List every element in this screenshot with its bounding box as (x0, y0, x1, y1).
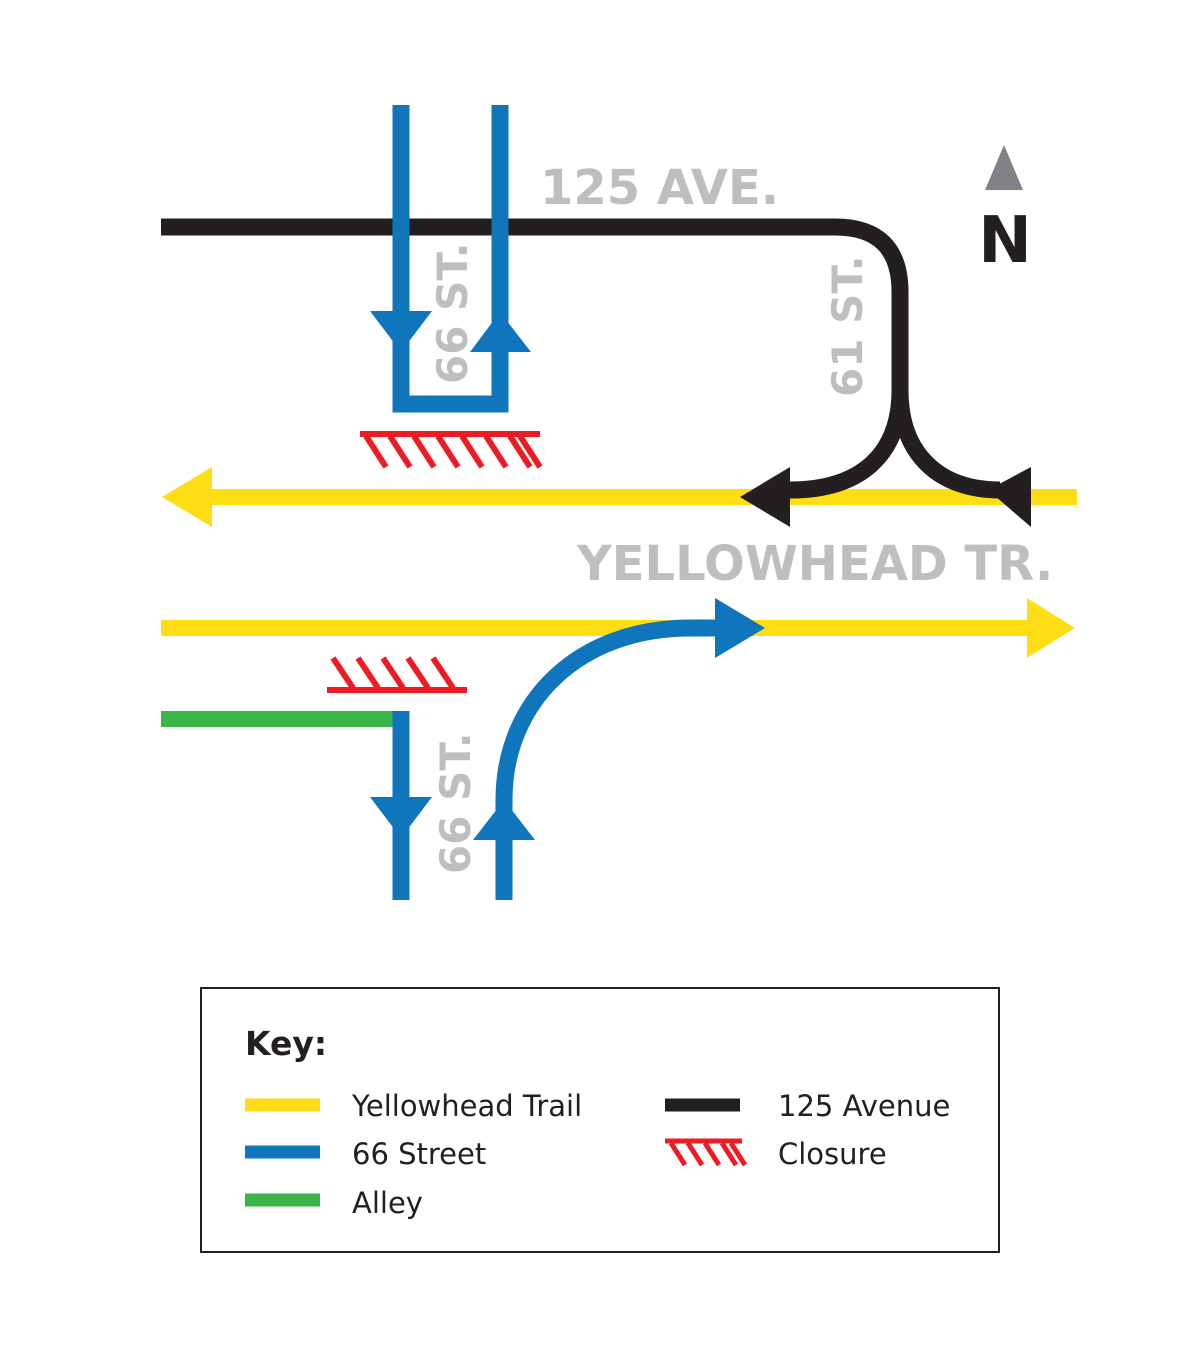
yellowhead-westbound (162, 467, 1077, 527)
arrow-north-icon (470, 312, 531, 352)
label-yellowhead: YELLOWHEAD TR. (576, 536, 1053, 592)
legend-swatch-closure (665, 1138, 748, 1167)
arrow-west-icon (988, 467, 1031, 527)
north-letter: N (978, 204, 1032, 278)
ave125-route (161, 218, 1001, 499)
legend-label: Yellowhead Trail (351, 1089, 582, 1123)
label-61-st: 61 ST. (823, 255, 872, 397)
st66-north-route (392, 105, 509, 413)
closure-south (327, 656, 467, 693)
legend-label: Alley (352, 1186, 423, 1220)
legend-title: Key: (245, 1024, 327, 1063)
arrow-east-icon (1027, 598, 1075, 658)
legend: Key: Yellowhead Trail 66 Street Alley 12… (200, 987, 1000, 1253)
arrow-south-icon (370, 311, 432, 352)
label-66-st-south: 66 ST. (431, 732, 480, 874)
label-66-st-north: 66 ST. (428, 242, 477, 384)
arrow-north-icon (473, 800, 535, 840)
closure-north (360, 431, 543, 469)
legend-label: 125 Avenue (778, 1089, 950, 1123)
legend-label: 66 Street (352, 1137, 486, 1171)
north-arrow-icon (985, 145, 1023, 190)
arrow-east-icon (715, 598, 765, 658)
arrow-west-icon (162, 467, 212, 527)
legend-label: Closure (778, 1137, 887, 1171)
arrow-south-icon (370, 797, 432, 838)
arrow-west-icon (740, 467, 790, 527)
yellowhead-eastbound (161, 598, 1075, 658)
label-125-ave: 125 AVE. (540, 160, 779, 216)
